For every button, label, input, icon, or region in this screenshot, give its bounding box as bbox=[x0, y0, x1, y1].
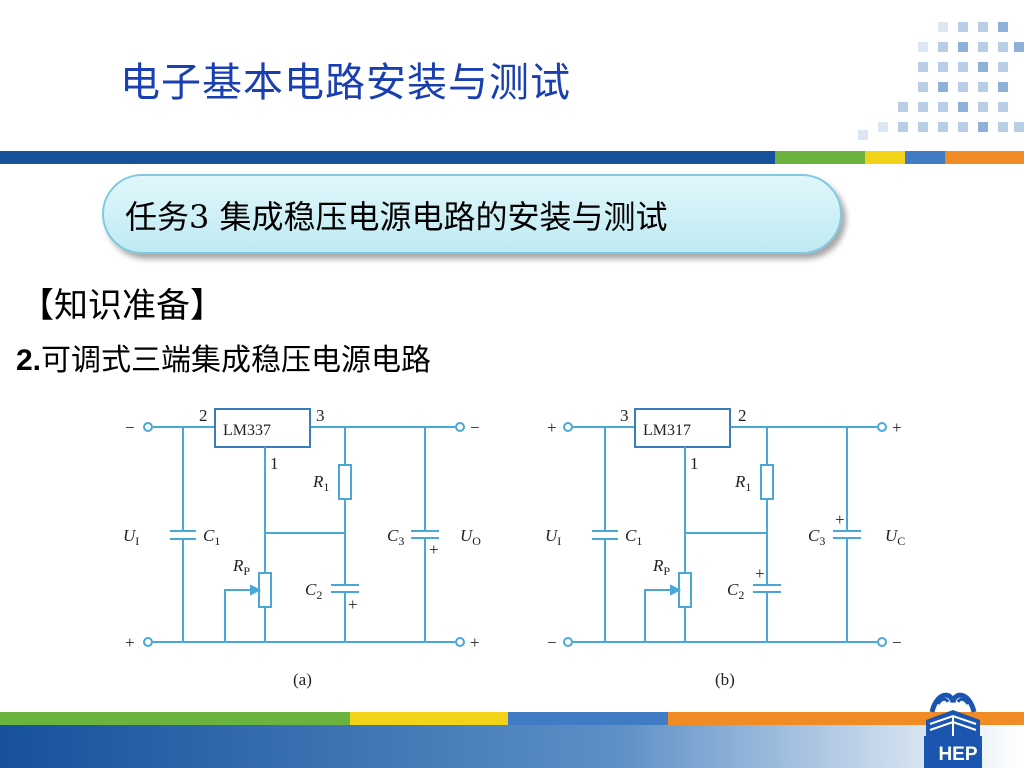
section-number: 2. bbox=[16, 344, 42, 377]
sign-bottom-left-b: − bbox=[547, 633, 557, 652]
c1-label-b: C1 bbox=[625, 526, 642, 548]
decorative-square-grid bbox=[858, 22, 1024, 140]
circuit-b bbox=[563, 408, 887, 647]
pin-adj-b: 1 bbox=[690, 454, 699, 473]
uo-label-a: UO bbox=[460, 526, 481, 548]
sign-top-left-b: + bbox=[547, 418, 557, 437]
task-title: 任务3 集成稳压电源电路的安装与测试 bbox=[125, 198, 668, 236]
knowledge-heading: 【知识准备】 bbox=[20, 286, 224, 326]
hep-logo-text: HEP bbox=[938, 744, 978, 765]
pin-in-b: 3 bbox=[620, 406, 629, 425]
c1-label-a: C1 bbox=[203, 526, 220, 548]
ic-label-a: LM337 bbox=[223, 422, 271, 439]
section-heading: 2.可调式三端集成稳压电源电路 bbox=[16, 335, 431, 379]
bottom-divider-bar bbox=[0, 712, 1024, 768]
uo-label-b: UC bbox=[885, 526, 905, 548]
c2-plus-a: + bbox=[348, 595, 358, 614]
sign-bottom-right-a: + bbox=[470, 633, 480, 652]
sign-top-right-a: − bbox=[470, 418, 480, 437]
pin-in-a: 2 bbox=[199, 406, 208, 425]
r1-label-b: R1 bbox=[734, 472, 751, 494]
c3-plus-b: + bbox=[835, 510, 845, 529]
sign-top-right-b: + bbox=[892, 418, 902, 437]
rp-label-a: RP bbox=[232, 556, 250, 578]
pin-out-a: 3 bbox=[316, 406, 325, 425]
sign-bottom-right-b: − bbox=[892, 633, 902, 652]
caption-b: (b) bbox=[715, 670, 735, 689]
c2-label-a: C2 bbox=[305, 580, 322, 602]
c2-plus-b: + bbox=[755, 564, 765, 583]
section-text: 可调式三端集成稳压电源电路 bbox=[41, 343, 432, 378]
top-divider-bar bbox=[0, 151, 1024, 164]
c3-plus-a: + bbox=[429, 540, 439, 559]
sign-top-left-a: − bbox=[125, 418, 135, 437]
c3-label-b: C3 bbox=[808, 526, 825, 548]
task-banner bbox=[102, 174, 842, 254]
circuit-a bbox=[143, 408, 465, 647]
caption-a: (a) bbox=[293, 670, 312, 689]
ui-label-a: UI bbox=[123, 526, 139, 548]
slide-title: 电子基本电路安装与测试 bbox=[120, 60, 571, 106]
pin-out-b: 2 bbox=[738, 406, 747, 425]
ui-label-b: UI bbox=[545, 526, 561, 548]
hep-logo-icon bbox=[924, 692, 982, 768]
c2-label-b: C2 bbox=[727, 580, 744, 602]
ic-label-b: LM317 bbox=[643, 422, 691, 439]
c3-label-a: C3 bbox=[387, 526, 404, 548]
r1-label-a: R1 bbox=[312, 472, 329, 494]
pin-adj-a: 1 bbox=[270, 454, 279, 473]
rp-label-b: RP bbox=[652, 556, 670, 578]
sign-bottom-left-a: + bbox=[125, 633, 135, 652]
circuit-diagrams: LM337 2 3 1 − − + + UI C1 R1 RP C2 C3 UO… bbox=[123, 406, 905, 689]
